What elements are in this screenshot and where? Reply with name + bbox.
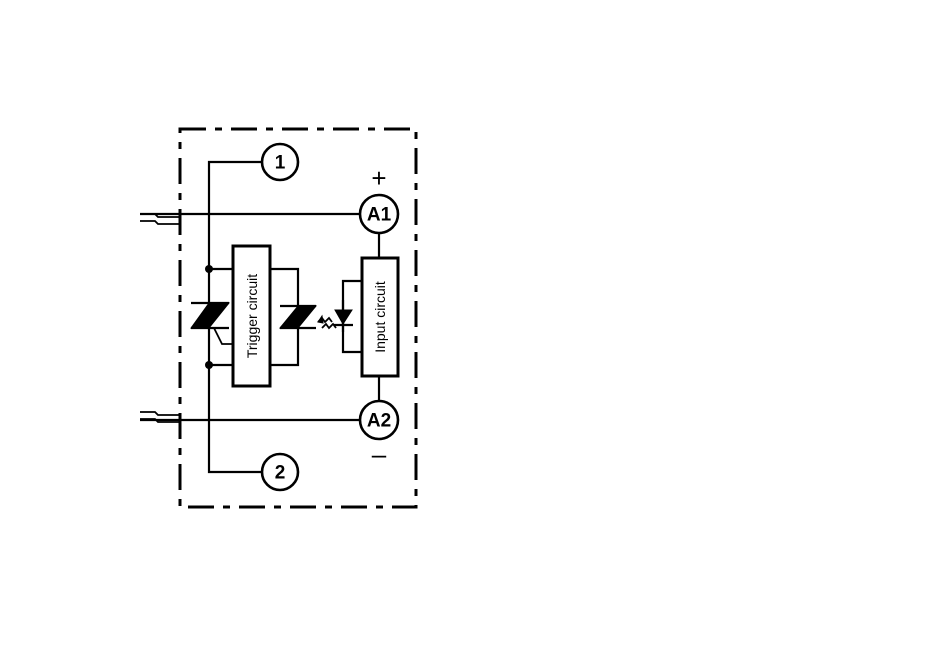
terminal-a2 [358, 399, 400, 441]
power-triac-icon [190, 270, 233, 365]
terminal-2 [260, 452, 300, 492]
terminal-a1 [358, 193, 400, 235]
terminal-a2-label: A2 [367, 411, 391, 432]
input-led-icon [334, 300, 353, 332]
housing-outline [178, 127, 418, 509]
plus-sign: + [371, 163, 386, 193]
light-arrow-icon [317, 314, 337, 330]
mounting-tab-top [140, 213, 180, 225]
load-wire-main [207, 160, 262, 270]
minus-sign: – [372, 439, 387, 469]
optotriac-loop [270, 267, 300, 367]
terminal-1 [260, 142, 300, 182]
junction-dot-top [205, 265, 213, 273]
trigger-circuit-label: Trigger circuit [244, 274, 260, 358]
optotriac-icon [278, 304, 318, 330]
input-circuit-label: Input circuit [372, 281, 388, 353]
junction-dot-bottom [205, 361, 213, 369]
terminal-a1-label: A1 [367, 205, 392, 226]
terminal-1-label: 1 [275, 153, 286, 174]
load-wire-lower [207, 365, 262, 474]
trigger-circuit-box [231, 244, 272, 388]
terminal-2-label: 2 [275, 463, 286, 484]
